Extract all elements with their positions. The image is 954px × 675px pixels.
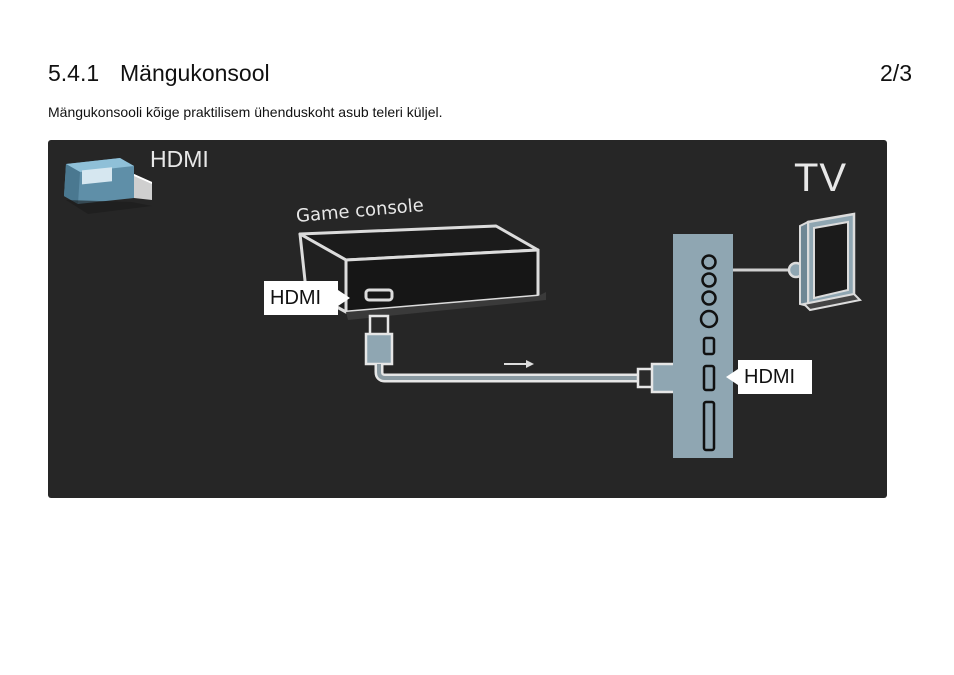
hdmi-plug-icon [64, 158, 152, 214]
game-console-icon [298, 224, 546, 320]
page-indicator: 2/3 [880, 60, 912, 86]
hdmi-cable [364, 314, 688, 394]
page-heading: 5.4.1 Mängukonsool 2/3 [48, 60, 912, 94]
section-number: 5.4.1 [48, 60, 100, 86]
tv-hdmi-port-label: HDMI [726, 360, 812, 394]
diagram-graphics [64, 158, 863, 458]
connection-diagram: HDMI TV Game console HDMI HDMI [48, 140, 887, 498]
hdmi-connector-label: HDMI [150, 146, 209, 172]
arrow-right-icon [504, 360, 534, 368]
intro-text: Mängukonsooli kõige praktilisem ühendusk… [48, 104, 443, 120]
tv-side-panel-icon [673, 234, 805, 458]
section-title: Mängukonsool [120, 60, 270, 86]
tv-label: TV [794, 156, 848, 200]
tv-icon [799, 212, 863, 312]
console-hdmi-port-label: HDMI [264, 281, 350, 315]
